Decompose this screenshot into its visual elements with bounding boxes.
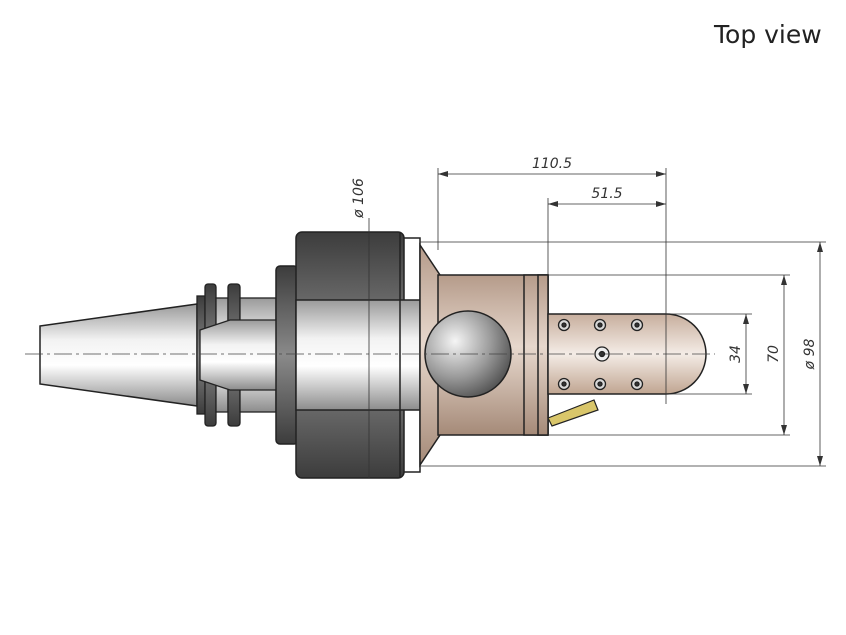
dimension-lines [368, 168, 826, 478]
dim-length-overall: 110.5 [532, 156, 572, 172]
dimension-arrows [438, 171, 823, 466]
dim-diameter-body: ø 98 [802, 338, 818, 370]
view-title: Top view [714, 20, 822, 49]
collar-grooves [196, 283, 291, 427]
dim-width-nose: 34 [728, 345, 744, 363]
flange-ring [275, 265, 299, 445]
nose-screws [557, 318, 644, 391]
main-flange [295, 231, 421, 479]
dim-diameter-flange: ø 106 [351, 178, 367, 219]
taper-shank [39, 303, 198, 407]
dim-length-nose: 51.5 [591, 186, 622, 202]
cutting-insert [547, 399, 599, 427]
dim-width-body: 70 [766, 345, 782, 363]
